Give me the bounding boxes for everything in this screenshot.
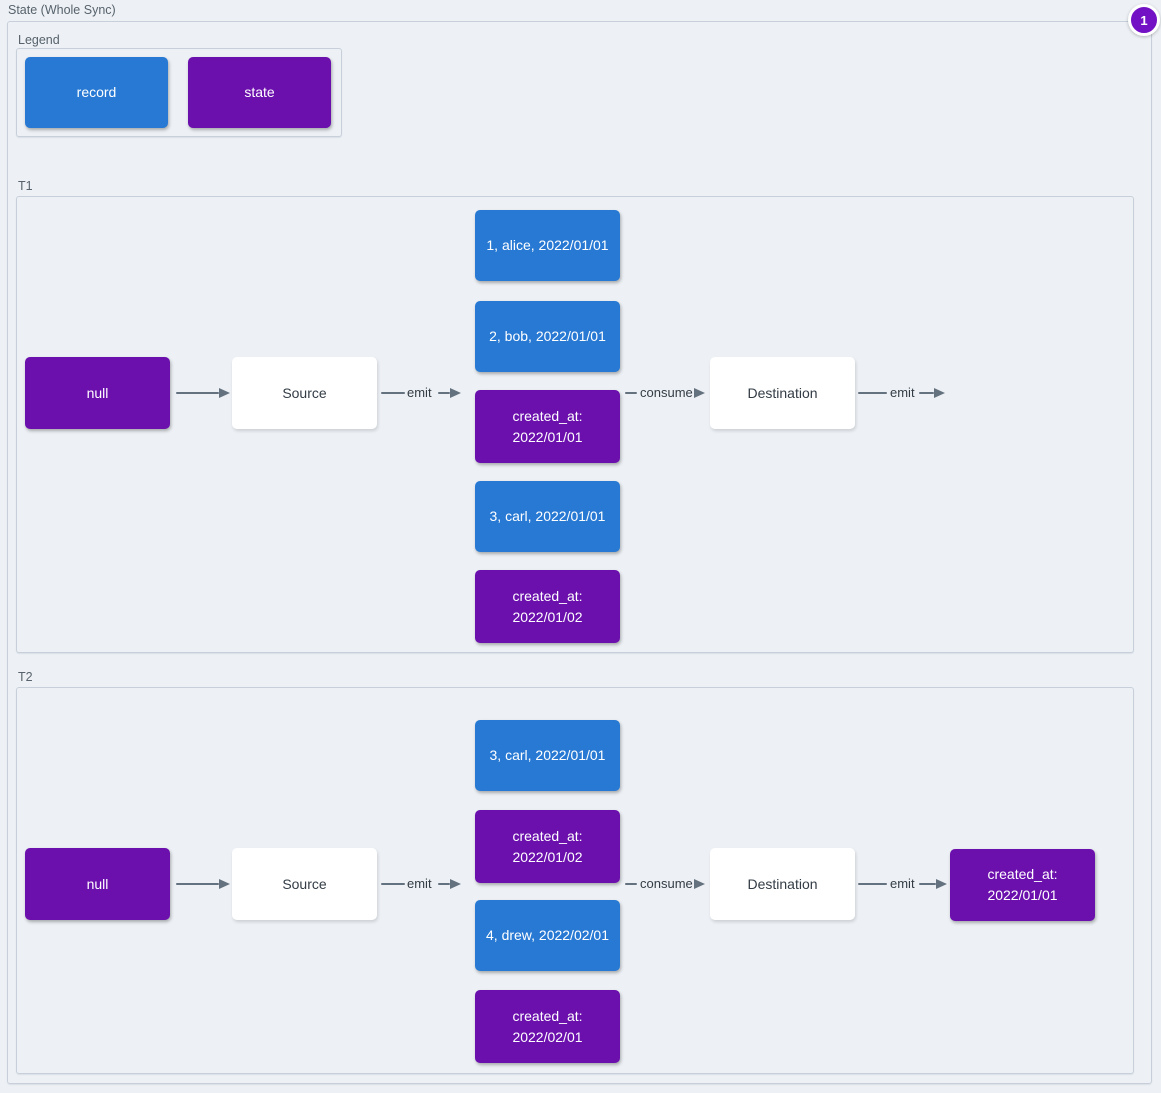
t1-destination-node: Destination bbox=[710, 357, 855, 429]
arrow-line bbox=[438, 392, 450, 394]
arrow-head-icon bbox=[934, 388, 945, 398]
t1-state-1-line2: 2022/01/01 bbox=[512, 428, 583, 445]
t2-state-2-line1: created_at: bbox=[512, 1007, 583, 1024]
outer-cluster-box bbox=[7, 21, 1152, 1084]
edge-label-emit: emit bbox=[890, 876, 915, 891]
legend-box bbox=[16, 48, 342, 137]
legend-record-node: record bbox=[25, 57, 168, 128]
edge-label-emit: emit bbox=[890, 385, 915, 400]
t1-state-2-line1: created_at: bbox=[512, 587, 583, 604]
annotation-badge[interactable]: 1 bbox=[1128, 4, 1160, 36]
t1-record-3: 3, carl, 2022/01/01 bbox=[475, 481, 620, 552]
t2-state-1-line1: created_at: bbox=[512, 827, 583, 844]
t2-state-2-line2: 2022/02/01 bbox=[512, 1028, 583, 1045]
t1-record-3-label: 3, carl, 2022/01/01 bbox=[489, 508, 606, 524]
edge-label-consume: consume bbox=[640, 876, 693, 891]
t1-cluster-box bbox=[16, 196, 1134, 653]
arrow-line bbox=[176, 883, 219, 885]
edge-label-consume: consume bbox=[640, 385, 693, 400]
t1-label: T1 bbox=[18, 179, 33, 193]
t2-cluster-box bbox=[16, 687, 1134, 1074]
arrow-line bbox=[438, 883, 450, 885]
arrow-line bbox=[919, 883, 936, 885]
t1-record-1-label: 1, alice, 2022/01/01 bbox=[486, 237, 609, 253]
arrow-line bbox=[858, 392, 887, 394]
t2-source-label: Source bbox=[282, 875, 327, 892]
t1-null-label: null bbox=[86, 384, 109, 401]
arrow-line bbox=[381, 392, 405, 394]
t1-record-1: 1, alice, 2022/01/01 bbox=[475, 210, 620, 281]
t2-state-1-line2: 2022/01/02 bbox=[512, 848, 583, 865]
t2-record-2: 4, drew, 2022/02/01 bbox=[475, 900, 620, 971]
t2-destination-label: Destination bbox=[747, 875, 818, 892]
t2-state-out-node: created_at: 2022/01/01 bbox=[950, 849, 1095, 921]
arrow-line bbox=[919, 392, 934, 394]
t1-destination-label: Destination bbox=[747, 384, 818, 401]
arrow-head-icon bbox=[694, 388, 705, 398]
arrow-line bbox=[625, 883, 637, 885]
t1-source-label: Source bbox=[282, 384, 327, 401]
legend-label: Legend bbox=[18, 33, 60, 47]
t1-state-1-line1: created_at: bbox=[512, 407, 583, 424]
t2-null-state-node: null bbox=[25, 848, 170, 920]
diagram-title: State (Whole Sync) bbox=[8, 3, 116, 17]
arrow-head-icon bbox=[450, 388, 461, 398]
legend-state-node: state bbox=[188, 57, 331, 128]
edge-label-emit: emit bbox=[407, 385, 432, 400]
t2-state-1: created_at: 2022/01/02 bbox=[475, 810, 620, 883]
t1-null-state-node: null bbox=[25, 357, 170, 429]
arrow-head-icon bbox=[936, 879, 947, 889]
t2-state-out-line2: 2022/01/01 bbox=[987, 887, 1058, 903]
arrow-line bbox=[858, 883, 887, 885]
t2-record-1-label: 3, carl, 2022/01/01 bbox=[489, 747, 606, 763]
edge-label-emit: emit bbox=[407, 876, 432, 891]
t1-source-node: Source bbox=[232, 357, 377, 429]
arrow-line bbox=[176, 392, 219, 394]
arrow-head-icon bbox=[219, 879, 230, 889]
t1-record-2: 2, bob, 2022/01/01 bbox=[475, 301, 620, 372]
t2-state-2: created_at: 2022/02/01 bbox=[475, 990, 620, 1063]
legend-state-label: state bbox=[244, 84, 275, 100]
t1-state-2-line2: 2022/01/02 bbox=[512, 608, 583, 625]
t2-label: T2 bbox=[18, 670, 33, 684]
arrow-line bbox=[625, 392, 637, 394]
t2-state-out-line1: created_at: bbox=[987, 866, 1058, 882]
arrow-head-icon bbox=[450, 879, 461, 889]
arrow-head-icon bbox=[694, 879, 705, 889]
t1-record-2-label: 2, bob, 2022/01/01 bbox=[489, 328, 606, 344]
t2-null-label: null bbox=[86, 875, 109, 892]
t1-state-1: created_at: 2022/01/01 bbox=[475, 390, 620, 463]
t2-destination-node: Destination bbox=[710, 848, 855, 920]
t2-record-1: 3, carl, 2022/01/01 bbox=[475, 720, 620, 791]
t2-record-2-label: 4, drew, 2022/02/01 bbox=[486, 927, 609, 943]
arrow-head-icon bbox=[219, 388, 230, 398]
legend-record-label: record bbox=[76, 84, 117, 100]
arrow-line bbox=[381, 883, 405, 885]
t1-state-2: created_at: 2022/01/02 bbox=[475, 570, 620, 643]
t2-source-node: Source bbox=[232, 848, 377, 920]
